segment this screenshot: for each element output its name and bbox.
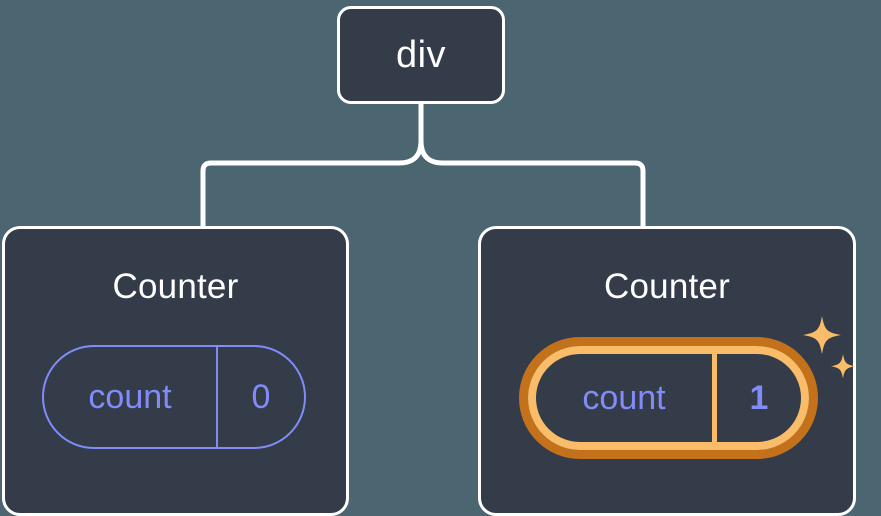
diagram-canvas: div Counter count 0 Counter count 1 — [2, 6, 856, 516]
state-pill-right-highlighted[interactable]: count 1 — [519, 337, 818, 459]
state-pill: count 1 — [528, 346, 809, 450]
node-div[interactable]: div — [337, 6, 505, 104]
state-value: 0 — [216, 347, 304, 447]
state-pill: count 0 — [42, 345, 306, 449]
state-key: count — [582, 379, 666, 417]
sparkle-small-icon — [831, 354, 855, 379]
sparkle-large-icon — [803, 316, 841, 354]
counter-title: Counter — [112, 267, 239, 306]
sparkles-group — [803, 316, 855, 379]
state-pill-left[interactable]: count 0 — [42, 345, 306, 449]
state-key: count — [88, 378, 172, 416]
state-value: 1 — [712, 354, 801, 442]
state-pill-highlight-ring: count 1 — [519, 337, 818, 459]
counter-title: Counter — [604, 267, 730, 306]
node-div-label: div — [395, 34, 447, 76]
